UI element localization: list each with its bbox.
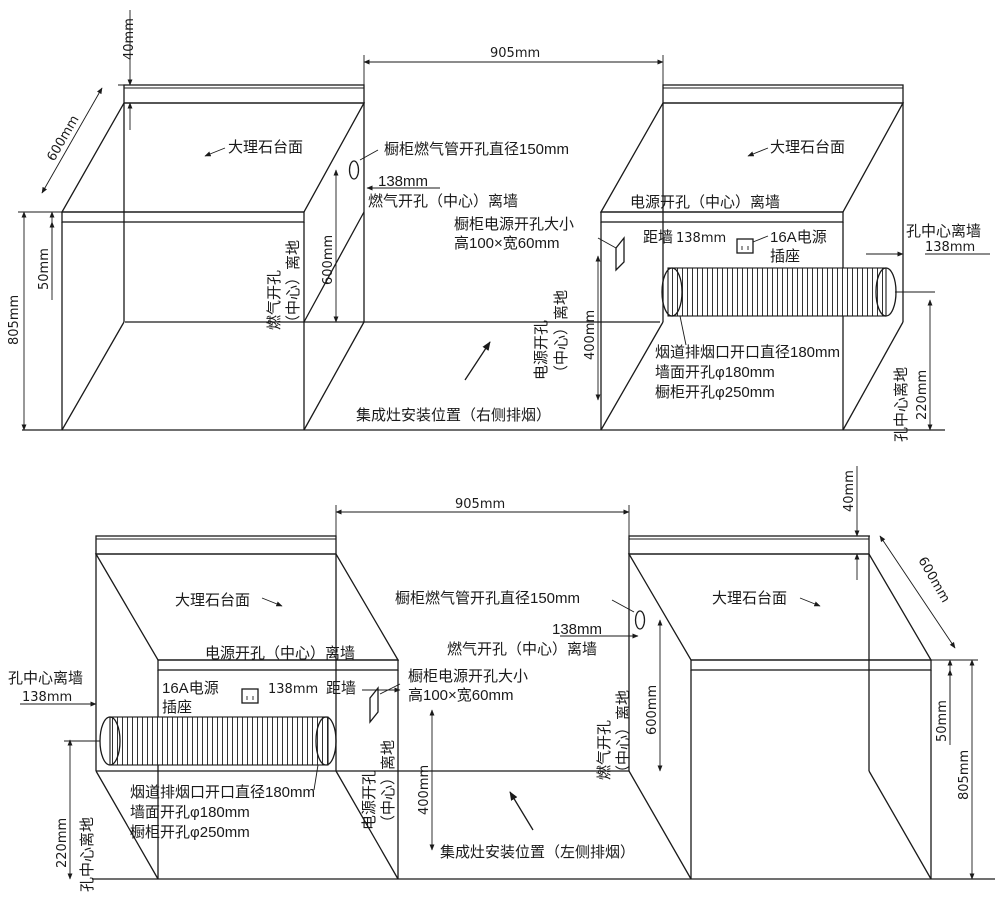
label-marble-right: 大理石台面 <box>712 590 787 607</box>
label-power-height-value: 400mm <box>417 765 432 815</box>
gas-pipe-hole-icon <box>348 160 360 180</box>
power-hole-icon <box>615 236 625 272</box>
label-power-dist-value: 138mm <box>268 682 318 697</box>
label-power-dist-value: 138mm <box>676 231 726 246</box>
label-top-thickness: 40mm <box>122 18 137 60</box>
label-gas-height-b: （中心）离地 <box>285 240 302 330</box>
right-cabinet <box>599 84 905 431</box>
label-flue-a: 烟道排烟口开口直径180mm <box>655 344 840 361</box>
label-flue-b: 墙面开孔φ180mm <box>655 364 775 381</box>
label-hole-floor: 孔中心离地 <box>893 367 910 442</box>
label-power-offset: 电源开孔（中心）离墙 <box>205 645 355 662</box>
label-flue-c: 橱柜开孔φ250mm <box>130 824 250 841</box>
label-hole-wall-value: 138mm <box>925 240 975 255</box>
label-power-dist: 距墙 <box>326 680 356 697</box>
label-power-offset: 电源开孔（中心）离墙 <box>630 194 780 211</box>
dim-depth <box>41 87 103 194</box>
left-cabinet <box>94 535 400 880</box>
label-power-height-value: 400mm <box>583 310 598 360</box>
label-height: 805mm <box>7 295 22 345</box>
label-gas-pipe-hole: 橱柜燃气管开孔直径150mm <box>395 589 580 607</box>
counter-top <box>60 102 366 213</box>
label-marble-left: 大理石台面 <box>228 139 303 156</box>
flue-duct <box>99 716 337 766</box>
label-gas-height-value: 600mm <box>321 235 336 285</box>
left-cabinet <box>60 84 366 431</box>
label-gas-offset: 燃气开孔（中心）离墙 <box>447 640 597 658</box>
label-socket-a: 16A电源 <box>770 229 827 246</box>
label-depth: 600mm <box>44 113 82 164</box>
label-marble-right: 大理石台面 <box>770 139 845 156</box>
right-cabinet <box>627 535 933 880</box>
label-hole-floor-value: 220mm <box>915 370 930 420</box>
bottom-diagram: 905mm 40mm 600mm 805mm 50mm 大理石台面 大理石台面 … <box>8 466 995 892</box>
label-width: 905mm <box>490 46 540 61</box>
label-install: 集成灶安装位置（右侧排烟） <box>356 407 551 424</box>
label-hole-floor: 孔中心离地 <box>79 817 96 892</box>
socket-icon <box>736 238 754 254</box>
label-power-dist: 距墙 <box>643 229 673 246</box>
label-flue-a: 烟道排烟口开口直径180mm <box>130 784 315 801</box>
counter-front <box>600 211 844 223</box>
label-depth: 600mm <box>915 555 953 606</box>
label-power-cut-a: 橱柜电源开孔大小 <box>408 668 528 685</box>
label-gas-offset-value: 138mm <box>552 621 602 638</box>
label-gas-height-b: （中心）离地 <box>615 690 632 780</box>
label-hole-wall: 孔中心离墙 <box>906 223 981 240</box>
label-width: 905mm <box>455 497 505 512</box>
label-socket-b: 插座 <box>770 248 800 265</box>
label-gap: 50mm <box>935 700 950 742</box>
install-arrow <box>509 791 534 831</box>
label-install: 集成灶安装位置（左侧排烟） <box>440 844 635 861</box>
label-power-height-b: （中心）离地 <box>553 290 570 380</box>
flue-duct <box>661 267 897 317</box>
counter-front <box>690 659 932 671</box>
label-hole-wall: 孔中心离墙 <box>8 670 83 687</box>
label-gas-height-value: 600mm <box>645 685 660 735</box>
power-hole-icon <box>369 686 379 724</box>
install-arrow <box>464 341 491 381</box>
label-top-thickness: 40mm <box>842 470 857 512</box>
top-diagram: 905mm 40mm 600mm 805mm 50mm 大理石台面 大理石台面 … <box>7 10 990 442</box>
label-power-height-a: 电源开孔 <box>533 320 550 380</box>
label-hole-floor-value: 220mm <box>55 818 70 868</box>
counter-top <box>627 553 933 661</box>
label-power-cut-a: 橱柜电源开孔大小 <box>454 216 574 233</box>
label-power-height-a: 电源开孔 <box>361 770 378 830</box>
label-power-height-b: （中心）离地 <box>380 740 397 830</box>
label-gap: 50mm <box>37 248 52 290</box>
counter-front <box>61 211 305 223</box>
socket-icon <box>241 688 259 704</box>
label-gas-offset-value: 138mm <box>378 173 428 190</box>
counter-front <box>157 659 399 671</box>
label-hole-wall-value: 138mm <box>22 690 72 705</box>
dim-depth <box>879 535 956 649</box>
label-power-cut-b: 高100×宽60mm <box>408 687 513 704</box>
label-flue-c: 橱柜开孔φ250mm <box>655 384 775 401</box>
label-flue-b: 墙面开孔φ180mm <box>130 804 250 821</box>
label-gas-pipe-hole: 橱柜燃气管开孔直径150mm <box>384 140 569 158</box>
label-power-cut-b: 高100×宽60mm <box>454 235 559 252</box>
gas-pipe-hole-icon <box>634 610 646 630</box>
label-gas-height-a: 燃气开孔 <box>265 270 283 330</box>
label-gas-height-a: 燃气开孔 <box>595 720 613 780</box>
label-socket-a: 16A电源 <box>162 680 219 697</box>
label-height: 805mm <box>957 750 972 800</box>
label-marble-left: 大理石台面 <box>175 592 250 609</box>
label-socket-b: 插座 <box>162 699 192 716</box>
label-gas-offset: 燃气开孔（中心）离墙 <box>368 192 518 210</box>
